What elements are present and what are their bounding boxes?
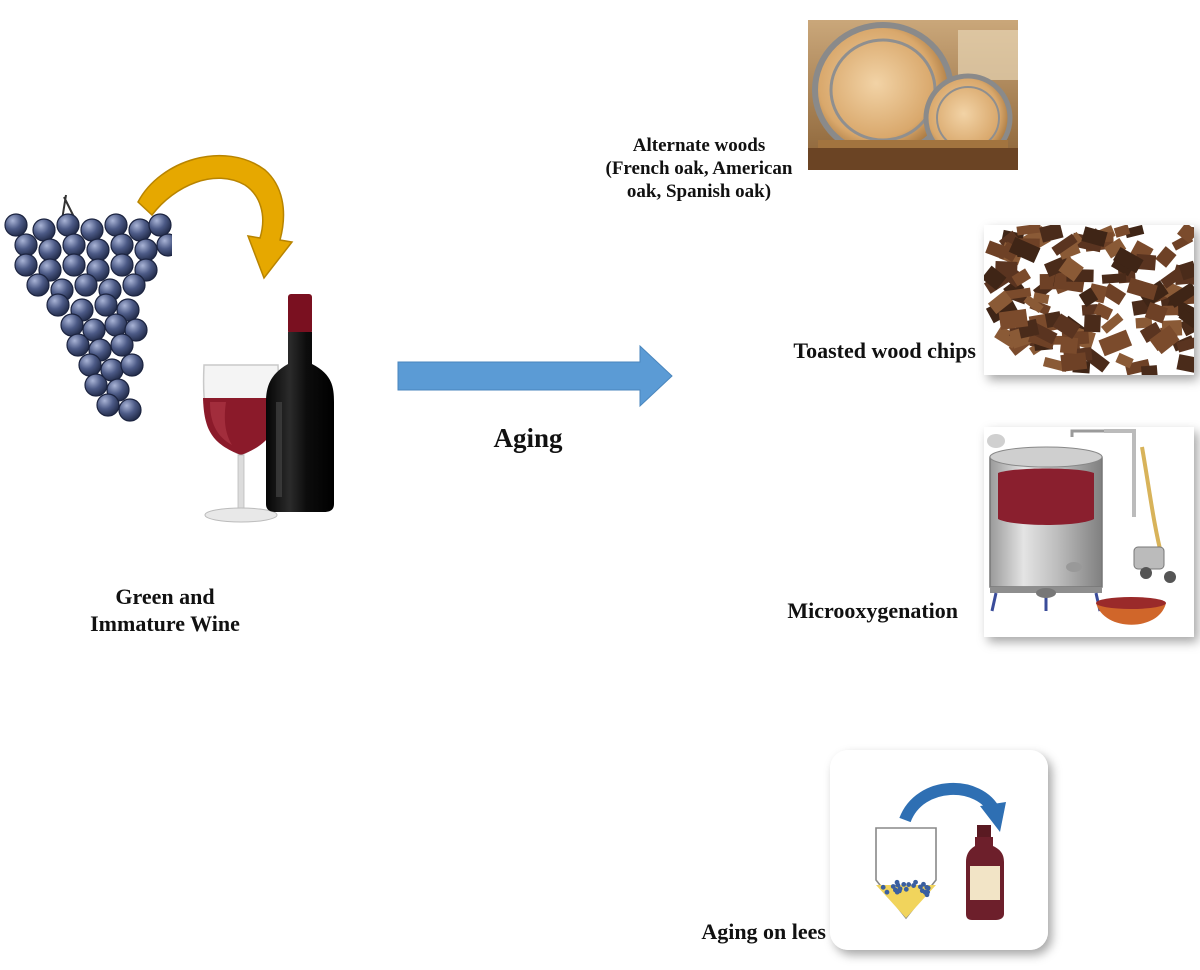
lees-transfer-image: [830, 750, 1048, 950]
wood-chips-image: [984, 225, 1194, 375]
curved-arrow-icon: [130, 140, 300, 285]
source-caption: Green and Immature Wine: [40, 584, 290, 638]
microoxygenation-label: Microoxygenation: [787, 598, 958, 623]
alternate-woods-label: Alternate woods (French oak, American oa…: [574, 134, 824, 204]
lees-label: Aging on lees: [701, 919, 826, 944]
process-label: Aging: [493, 423, 563, 453]
alternate-woods-line2: (French oak, American: [605, 158, 793, 180]
alternate-woods-line3: oak, Spanish oak): [626, 181, 772, 203]
wine-bottle-icon: [262, 292, 340, 514]
source-caption-line1: Green and: [115, 584, 215, 609]
source-caption-line2: Immature Wine: [90, 610, 240, 636]
wood-chips-label: Toasted wood chips: [793, 338, 976, 363]
process-arrow-icon: [396, 344, 676, 408]
grape-bunch-icon: [2, 185, 172, 435]
oak-barrels-image: [808, 20, 1018, 170]
steel-tank-image: [984, 427, 1194, 637]
alternate-woods-line1: Alternate woods: [632, 135, 766, 156]
